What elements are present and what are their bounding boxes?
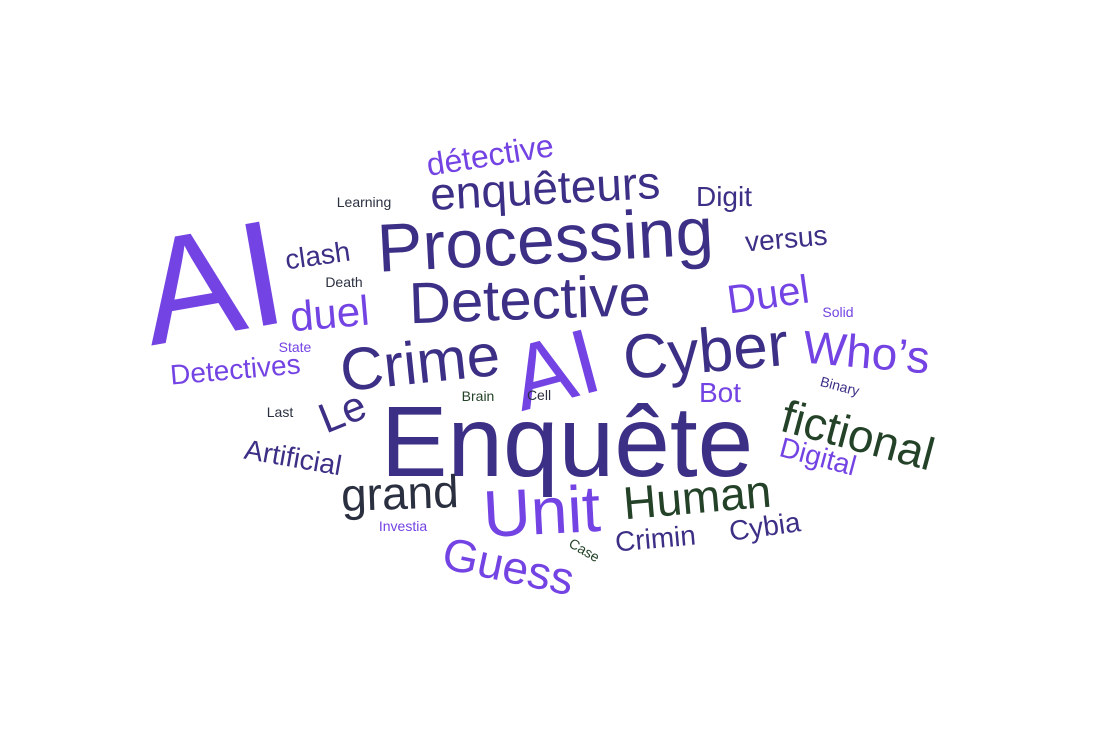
word: Digit [695, 181, 752, 212]
word: Death [325, 274, 363, 290]
word: clash [283, 235, 353, 276]
word: Brain [461, 388, 495, 404]
word: Crimin [613, 519, 697, 558]
word: versus [743, 219, 829, 258]
word: Last [266, 404, 294, 420]
word: Who’s [800, 320, 932, 384]
word: Solid [822, 304, 854, 320]
word: Cybia [727, 506, 803, 547]
word: Bot [698, 377, 742, 408]
word: State [278, 339, 312, 355]
word: Investia [378, 518, 428, 534]
word: duel [288, 286, 372, 341]
word: AI [127, 186, 297, 378]
word: Enquête [380, 386, 754, 498]
word: Unit [481, 470, 603, 552]
word: grand [340, 464, 460, 522]
word: Duel [724, 267, 812, 323]
word: Cell [526, 387, 552, 403]
word: Learning [336, 194, 392, 210]
word: Binary [818, 373, 862, 399]
